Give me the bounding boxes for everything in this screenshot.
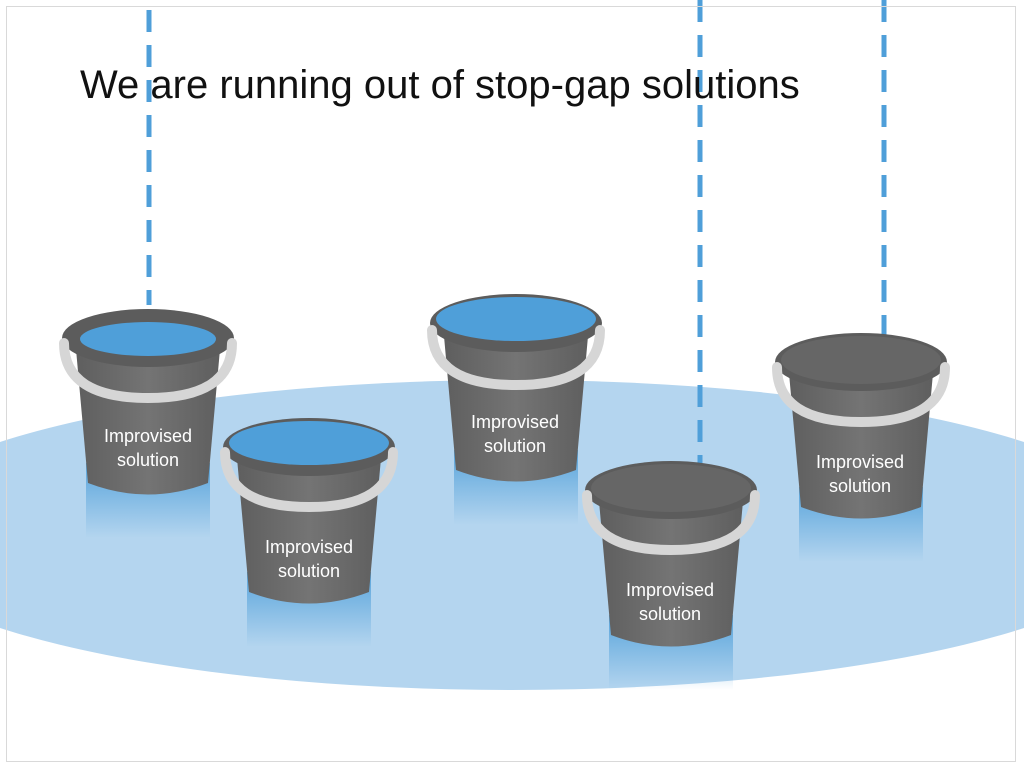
bucket-inside: [591, 464, 751, 512]
bucket-body: [75, 338, 221, 495]
bucket-body: [236, 447, 382, 604]
bucket-handle: [427, 325, 605, 391]
bucket-5: [772, 333, 950, 562]
bucket-inside: [781, 336, 941, 384]
bucket-water: [229, 421, 389, 465]
bucket-water: [436, 297, 596, 341]
bucket-body: [443, 325, 589, 482]
bucket-body: [788, 362, 934, 519]
bucket-handle: [59, 338, 237, 404]
bucket-handle: [582, 490, 760, 556]
bucket-4: [582, 461, 760, 690]
bucket-handle: [772, 362, 950, 428]
bucket-3: [427, 294, 605, 525]
bucket-body: [598, 490, 744, 647]
bucket-1: [59, 309, 237, 538]
bucket-handle: [220, 447, 398, 513]
bucket-2: [220, 418, 398, 647]
bucket-water: [80, 322, 216, 356]
slide-title: We are running out of stop-gap solutions: [80, 63, 800, 107]
